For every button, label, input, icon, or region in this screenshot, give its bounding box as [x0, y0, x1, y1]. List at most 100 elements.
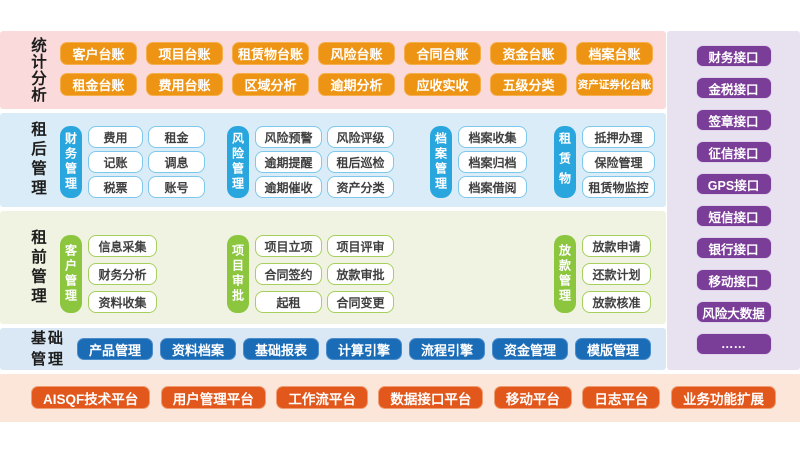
module-button[interactable]: 档案收集 — [458, 126, 527, 148]
leased-asset-modules: 抵押办理保险管理租赁物监控 — [582, 126, 655, 198]
platform-button[interactable]: 业务功能扩展 — [670, 386, 776, 409]
ledger-button[interactable]: 区域分析 — [232, 73, 309, 96]
archive-modules: 档案收集档案归档档案借阅 — [458, 126, 527, 198]
interface-button[interactable]: 银行接口 — [695, 237, 772, 259]
module-button[interactable]: 调息 — [148, 151, 205, 173]
module-button[interactable]: 财务分析 — [88, 263, 157, 285]
stats-button-grid: 客户台账项目台账租赁物台账风险台账合同台账资金台账档案台账租金台账费用台账区域分… — [60, 42, 654, 96]
module-button[interactable]: 租后巡检 — [327, 151, 394, 173]
loan-modules: 放款申请还款计划放款核准 — [582, 235, 651, 313]
post-lease-band: 租后管理 财务管理 费用租金记账调息税票账号 风险管理 风险预警风险评级逾期提醒… — [0, 113, 666, 207]
ledger-button[interactable]: 档案台账 — [576, 42, 653, 65]
module-button[interactable]: 信息采集 — [88, 235, 157, 257]
interface-button[interactable]: 签章接口 — [695, 109, 772, 131]
module-button[interactable]: 起租 — [255, 291, 322, 313]
section-label-pre-lease: 租前管理 — [24, 211, 50, 324]
interface-button[interactable]: 征信接口 — [695, 141, 772, 163]
base-module-button[interactable]: 资料档案 — [160, 338, 236, 360]
module-button[interactable]: 税票 — [88, 176, 143, 198]
interfaces-band: 财务接口金税接口签章接口征信接口 GPS接口短信接口银行接口移动接口风险大数据 …… — [667, 31, 800, 370]
group-tab-archive: 档案管理 — [430, 126, 452, 198]
ledger-button[interactable]: 项目台账 — [146, 42, 223, 65]
module-button[interactable]: 风险预警 — [255, 126, 322, 148]
base-module-button[interactable]: 基础报表 — [243, 338, 319, 360]
group-finance-management: 财务管理 费用租金记账调息税票账号 — [60, 126, 205, 198]
module-button[interactable]: 放款核准 — [582, 291, 651, 313]
risk-modules: 风险预警风险评级逾期提醒租后巡检逾期催收资产分类 — [255, 126, 394, 198]
stats-band: 统计分析 客户台账项目台账租赁物台账风险台账合同台账资金台账档案台账租金台账费用… — [0, 31, 666, 109]
base-button-grid: 产品管理资料档案基础报表计算引擎流程引擎资金管理模版管理 — [77, 338, 651, 360]
base-management-band: 基础管理 产品管理资料档案基础报表计算引擎流程引擎资金管理模版管理 — [0, 328, 666, 370]
module-button[interactable]: 账号 — [148, 176, 205, 198]
section-label-post-lease: 租后管理 — [24, 113, 50, 207]
interface-button-list: 财务接口金税接口签章接口征信接口 GPS接口短信接口银行接口移动接口风险大数据 …… — [667, 31, 800, 355]
module-button[interactable]: 租金 — [148, 126, 205, 148]
platform-button[interactable]: 日志平台 — [582, 386, 661, 409]
section-label-pre-lease-text: 租前管理 — [29, 228, 46, 307]
ledger-button[interactable]: 租金台账 — [60, 73, 137, 96]
ledger-button[interactable]: 风险台账 — [318, 42, 395, 65]
group-tab-customer: 客户管理 — [60, 235, 82, 313]
ledger-button[interactable]: 应收实收 — [404, 73, 481, 96]
interface-button[interactable]: 财务接口 — [695, 45, 772, 67]
module-button[interactable]: 合同签约 — [255, 263, 322, 285]
platform-button-row: AISQF技术平台用户管理平台工作流平台数据接口平台移动平台日志平台业务功能扩展 — [31, 386, 776, 409]
module-button[interactable]: 保险管理 — [582, 151, 655, 173]
platform-button[interactable]: AISQF技术平台 — [31, 386, 151, 409]
base-module-button[interactable]: 流程引擎 — [409, 338, 485, 360]
module-button[interactable]: 抵押办理 — [582, 126, 655, 148]
group-customer-management: 客户管理 信息采集财务分析资料收集 — [60, 235, 157, 313]
platform-button[interactable]: 工作流平台 — [276, 386, 368, 409]
module-button[interactable]: 项目立项 — [255, 235, 322, 257]
module-button[interactable]: 档案归档 — [458, 151, 527, 173]
ledger-button[interactable]: 资金台账 — [490, 42, 567, 65]
interface-button[interactable]: …… — [695, 333, 772, 355]
base-module-button[interactable]: 计算引擎 — [326, 338, 402, 360]
platform-button[interactable]: 数据接口平台 — [378, 386, 484, 409]
module-button[interactable]: 合同变更 — [327, 291, 394, 313]
module-button[interactable]: 逾期催收 — [255, 176, 322, 198]
section-label-base: 基础管理 — [31, 328, 73, 370]
base-module-button[interactable]: 模版管理 — [575, 338, 651, 360]
ledger-button[interactable]: 客户台账 — [60, 42, 137, 65]
section-label-stats-text: 统计分析 — [29, 37, 46, 103]
module-button[interactable]: 风险评级 — [327, 126, 394, 148]
interface-button[interactable]: 风险大数据 — [695, 301, 772, 323]
base-module-button[interactable]: 资金管理 — [492, 338, 568, 360]
module-button[interactable]: 还款计划 — [582, 263, 651, 285]
platform-button[interactable]: 用户管理平台 — [160, 386, 266, 409]
interface-button[interactable]: 短信接口 — [695, 205, 772, 227]
group-risk-management: 风险管理 风险预警风险评级逾期提醒租后巡检逾期催收资产分类 — [227, 126, 394, 198]
interface-button[interactable]: 金税接口 — [695, 77, 772, 99]
group-tab-loan: 放款管理 — [554, 235, 576, 313]
module-button[interactable]: 费用 — [88, 126, 143, 148]
platform-band: AISQF技术平台用户管理平台工作流平台数据接口平台移动平台日志平台业务功能扩展 — [0, 374, 800, 422]
module-button[interactable]: 放款审批 — [327, 263, 394, 285]
base-module-button[interactable]: 产品管理 — [77, 338, 153, 360]
module-button[interactable]: 放款申请 — [582, 235, 651, 257]
module-button[interactable]: 记账 — [88, 151, 143, 173]
module-button[interactable]: 租赁物监控 — [582, 176, 655, 198]
pre-lease-band: 租前管理 客户管理 信息采集财务分析资料收集 项目审批 项目立项项目评审合同签约… — [0, 211, 666, 324]
interface-button[interactable]: GPS接口 — [695, 173, 772, 195]
platform-button[interactable]: 移动平台 — [493, 386, 572, 409]
group-tab-project-approval: 项目审批 — [227, 235, 249, 313]
ledger-button[interactable]: 资产证券化台账 — [576, 73, 653, 96]
section-label-stats: 统计分析 — [24, 31, 50, 109]
ledger-button[interactable]: 租赁物台账 — [232, 42, 309, 65]
customer-modules: 信息采集财务分析资料收集 — [88, 235, 157, 313]
group-project-approval: 项目审批 项目立项项目评审合同签约放款审批起租合同变更 — [227, 235, 394, 313]
module-button[interactable]: 逾期提醒 — [255, 151, 322, 173]
interface-button[interactable]: 移动接口 — [695, 269, 772, 291]
module-button[interactable]: 档案借阅 — [458, 176, 527, 198]
module-button[interactable]: 资料收集 — [88, 291, 157, 313]
ledger-button[interactable]: 逾期分析 — [318, 73, 395, 96]
ledger-button[interactable]: 费用台账 — [146, 73, 223, 96]
module-button[interactable]: 资产分类 — [327, 176, 394, 198]
module-button[interactable]: 项目评审 — [327, 235, 394, 257]
group-loan-management: 放款管理 放款申请还款计划放款核准 — [554, 235, 651, 313]
ledger-button[interactable]: 合同台账 — [404, 42, 481, 65]
ledger-button[interactable]: 五级分类 — [490, 73, 567, 96]
group-tab-risk: 风险管理 — [227, 126, 249, 198]
